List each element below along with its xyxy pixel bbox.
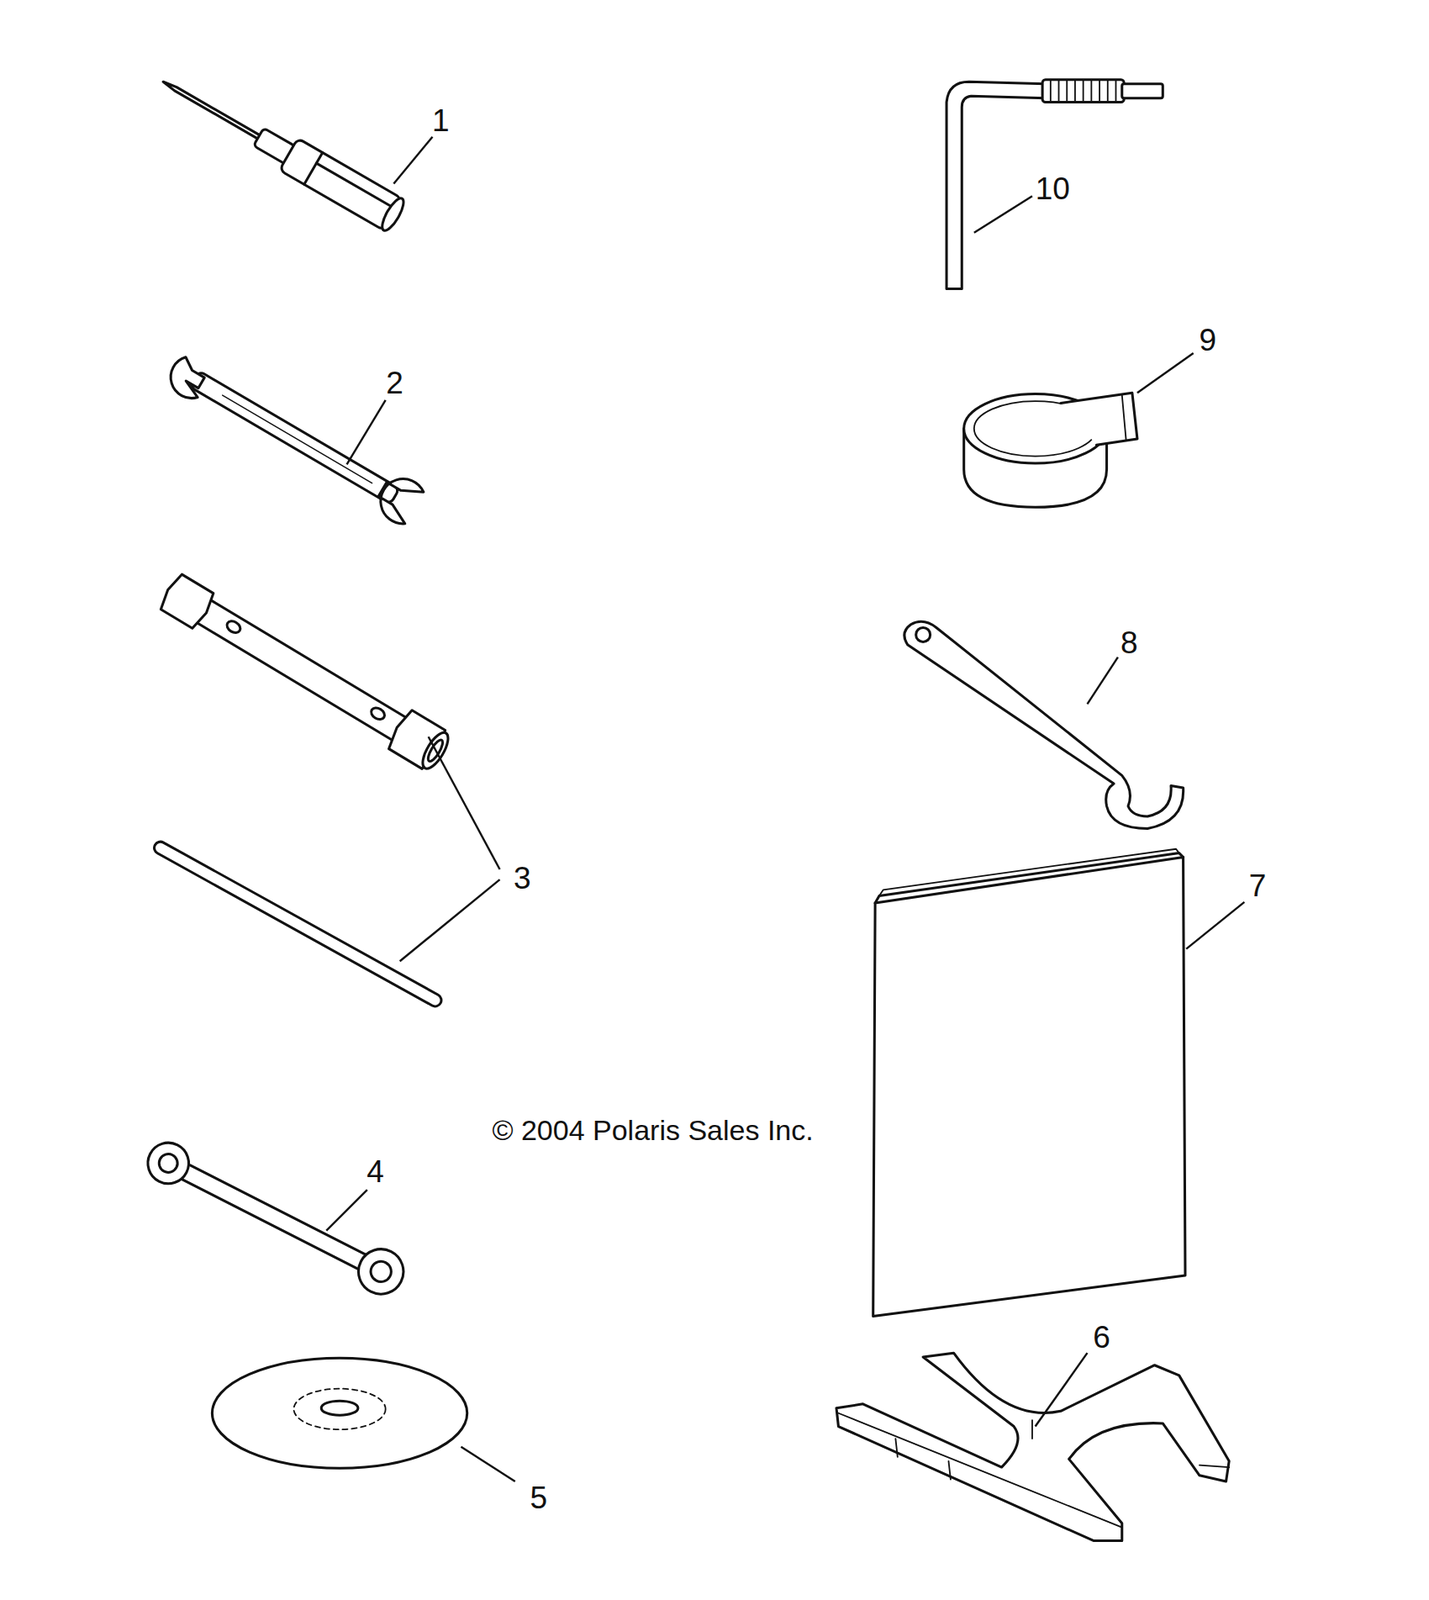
callout-number: 1 xyxy=(432,105,450,137)
tommy-bar xyxy=(152,839,444,1009)
callout-number: 3 xyxy=(513,861,532,893)
callout-number: 9 xyxy=(1198,324,1217,356)
callout-number: 2 xyxy=(385,367,404,399)
owners-manual xyxy=(873,848,1186,1317)
tube-wrench xyxy=(156,570,454,775)
copyright-note: © 2004 Polaris Sales Inc. xyxy=(491,1115,813,1145)
h-bracket xyxy=(836,1352,1229,1540)
screwdriver xyxy=(153,65,407,233)
strap-roll xyxy=(964,392,1138,507)
callout-number: 8 xyxy=(1120,627,1139,659)
callout-number: 10 xyxy=(1035,173,1071,205)
callout-number: 5 xyxy=(529,1481,548,1514)
callout-number: 7 xyxy=(1249,870,1267,902)
leader-lines xyxy=(326,137,1245,1482)
l-hex-key xyxy=(946,79,1163,290)
cd-disc xyxy=(211,1357,467,1468)
open-end-wrench xyxy=(162,347,426,528)
ring-wrench xyxy=(139,1133,412,1303)
callout-number: 4 xyxy=(366,1155,385,1187)
callout-number: 6 xyxy=(1092,1320,1111,1352)
hook-spanner xyxy=(904,621,1184,828)
